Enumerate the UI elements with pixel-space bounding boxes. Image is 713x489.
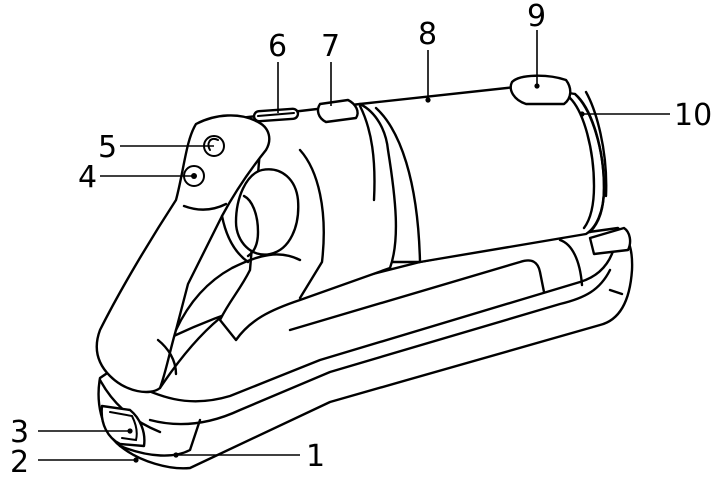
callout-4: 4 [78,160,97,195]
callout-1: 1 [306,439,325,474]
callout-8: 8 [418,17,437,52]
release-button [316,98,359,124]
leader-2-dot [133,457,139,463]
leader-10-dot [579,111,585,117]
callout-9: 9 [527,0,546,34]
motor-housing [218,102,398,342]
rear-latch [509,74,572,106]
callout-3: 3 [10,415,29,450]
callout-7: 7 [321,29,340,64]
dust-cup [358,84,608,264]
callout-labels: 1 2 3 4 5 6 7 8 9 10 [10,0,712,480]
indicator-strip [252,107,300,123]
callout-10: 10 [674,98,712,133]
leader-1-dot [173,452,179,458]
callout-5: 5 [98,130,117,165]
handle [95,114,302,394]
button-5-icon [207,138,219,151]
callout-6: 6 [268,29,287,64]
leader-9-dot [534,83,540,89]
callout-2: 2 [10,445,29,480]
leader-3-dot [127,428,133,434]
nozzle-outlet [100,404,146,448]
leader-8-dot [425,97,431,103]
leader-lines [38,30,670,463]
